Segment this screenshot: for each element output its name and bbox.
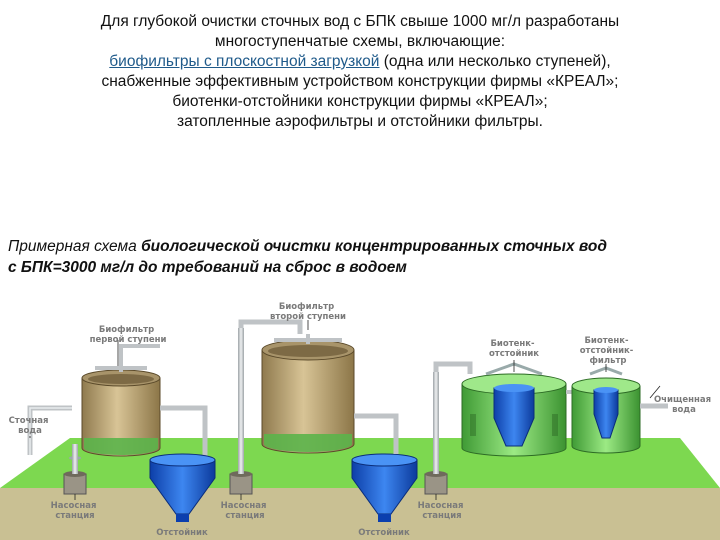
label-pump-station-1: Насосная станция xyxy=(51,501,100,521)
soil xyxy=(0,488,720,540)
intro-line-1: Для глубокой очистки сточных вод с БПК с… xyxy=(100,13,620,30)
biofilter-second-stage xyxy=(261,334,355,454)
caption-line-1: Примерная схема биологической очистки ко… xyxy=(8,236,713,257)
label-treated-water: Очищенная вода xyxy=(654,395,714,415)
biofilter-first-stage xyxy=(81,358,161,457)
scheme-caption: Примерная схема биологической очистки ко… xyxy=(8,236,713,278)
label-pump-station-2: Насосная станция xyxy=(221,501,270,521)
biotank-settler xyxy=(461,362,567,457)
label-wastewater: Сточная вода xyxy=(9,416,52,436)
intro-line-5: биотенки-отстойники конструкции фирмы «К… xyxy=(172,93,548,110)
label-biotank-settler-filter: Биотенк- отстойник- фильтр xyxy=(580,336,637,366)
pump-station-2 xyxy=(229,328,253,495)
biofilter-link[interactable]: биофильтры с плоскостной загрузкой xyxy=(109,53,380,70)
label-settler-2: Отстойник xyxy=(358,528,410,538)
label-biofilter-2: Биофильтр второй ступени xyxy=(270,302,346,322)
intro-line-6: затопленные аэрофильтры и отстойники фил… xyxy=(176,113,543,130)
pipe-bf2-out xyxy=(354,413,399,454)
label-settler-1: Отстойник xyxy=(156,528,208,538)
caption-line-2: с БПК=3000 мг/л до требований на сброс в… xyxy=(8,257,713,278)
pipe-to-bf2 xyxy=(238,319,303,334)
caption-bold-2: с БПК=3000 мг/л до требований на сброс в… xyxy=(8,259,407,276)
label-biofilter-1: Биофильтр первой ступени xyxy=(90,325,167,345)
settler-2 xyxy=(351,453,418,522)
pipe-bf1-out xyxy=(160,405,208,463)
intro-line-3: биофильтры с плоскостной загрузкой (одна… xyxy=(20,52,700,72)
treatment-scheme-diagram: Сточная вода Биофильтр первой ступени Би… xyxy=(0,302,720,540)
intro-text: Для глубокой очистки сточных вод с БПК с… xyxy=(20,12,700,132)
caption-lead: Примерная схема xyxy=(8,238,142,255)
intro-line-3-rest: (одна или несколько ступеней), xyxy=(379,53,611,70)
pipe-to-biotank xyxy=(433,361,473,374)
pump-station-1 xyxy=(63,444,87,495)
settler-1 xyxy=(149,453,216,522)
intro-line-4: снабженные эффективным устройством конст… xyxy=(101,73,619,90)
caption-bold: биологической очистки концентрированных … xyxy=(141,238,607,255)
label-pump-station-3: Насосная станция xyxy=(418,501,467,521)
pump-station-3 xyxy=(424,372,448,495)
intro-line-2: многоступенчатые схемы, включающие: xyxy=(214,33,506,50)
label-biotank-settler: Биотенк- отстойник xyxy=(489,339,539,359)
biotank-settler-filter xyxy=(571,366,641,454)
